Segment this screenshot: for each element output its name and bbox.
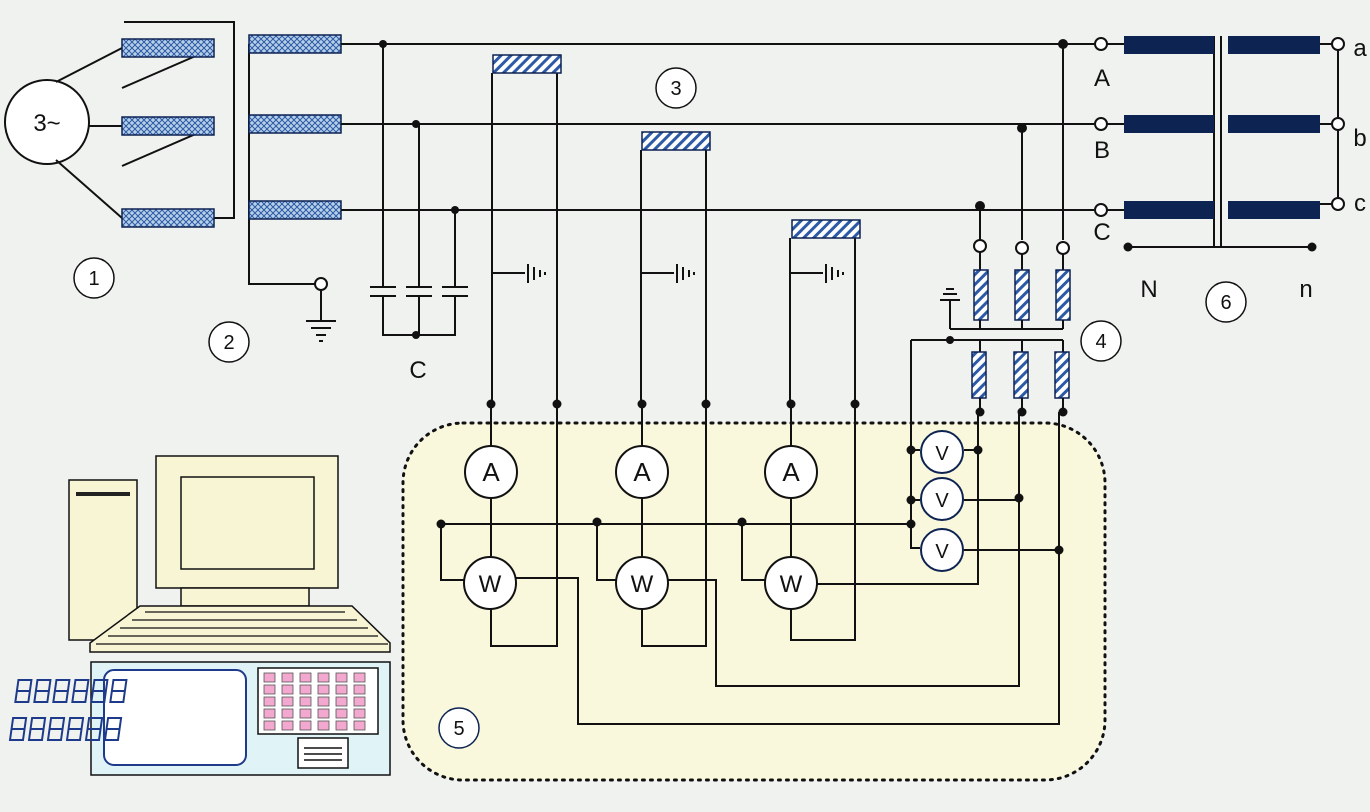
- keypad-key: [335, 696, 348, 707]
- keypad-key: [317, 696, 330, 707]
- svg-text:3: 3: [670, 78, 681, 100]
- marker-2: 2: [208, 321, 250, 363]
- keypad-key: [353, 708, 366, 719]
- keypad-key: [317, 684, 330, 695]
- keypad-key: [299, 720, 312, 731]
- marker-1: 1: [73, 257, 115, 299]
- svg-text:A: A: [782, 457, 800, 487]
- terminal-c: c: [1354, 190, 1366, 217]
- terminal-b: b: [1353, 125, 1366, 152]
- terminal-B: B: [1094, 137, 1110, 164]
- keypad-key: [317, 708, 330, 719]
- wattmeter-3: W: [764, 556, 818, 610]
- keypad-key: [263, 708, 276, 719]
- printer-slot: [297, 737, 349, 769]
- svg-text:6: 6: [1220, 292, 1231, 314]
- generator-symbol: 3~: [33, 110, 60, 137]
- keypad-key: [353, 696, 366, 707]
- ammeter-2: A: [615, 445, 669, 499]
- power-transformer: A B C a b c N n: [1093, 35, 1367, 303]
- svg-text:2: 2: [223, 332, 234, 354]
- keypad-keys: [263, 672, 366, 731]
- terminal-A: A: [1094, 65, 1110, 92]
- svg-text:V: V: [935, 490, 949, 512]
- generator: 3~: [4, 21, 235, 228]
- svg-text:A: A: [482, 457, 500, 487]
- capacitor-bank: C: [370, 40, 468, 384]
- voltmeter-1: V: [920, 430, 964, 474]
- marker-5: 5: [438, 707, 480, 749]
- keypad-key: [317, 672, 330, 683]
- voltmeter-3: V: [920, 528, 964, 572]
- digital-display: [103, 669, 247, 766]
- keypad-key: [263, 684, 276, 695]
- neutral-n: n: [1299, 276, 1312, 303]
- keypad-key: [299, 696, 312, 707]
- keypad-key: [281, 684, 294, 695]
- keypad-key: [317, 720, 330, 731]
- svg-text:W: W: [780, 571, 803, 598]
- ammeter-3: A: [764, 445, 818, 499]
- svg-text:1: 1: [88, 268, 99, 290]
- svg-text:4: 4: [1095, 331, 1106, 353]
- voltage-transformers: [911, 39, 1071, 412]
- computer-tower: [68, 479, 138, 641]
- keypad-key: [353, 684, 366, 695]
- marker-6: 6: [1205, 281, 1247, 323]
- bus-current-transformers: [491, 54, 861, 404]
- svg-text:A: A: [633, 457, 651, 487]
- keypad-key: [263, 696, 276, 707]
- keypad-key: [263, 672, 276, 683]
- keypad-key: [335, 684, 348, 695]
- wattmeter-2: W: [615, 556, 669, 610]
- wattmeter-1: W: [463, 556, 517, 610]
- bus-lines: [341, 43, 1094, 211]
- keypad-key: [353, 672, 366, 683]
- keypad-key: [281, 720, 294, 731]
- display-digits: [8, 679, 128, 741]
- svg-text:W: W: [631, 571, 654, 598]
- terminal-C: C: [1093, 219, 1110, 246]
- keypad-key: [281, 708, 294, 719]
- keypad-key: [299, 684, 312, 695]
- svg-text:V: V: [935, 443, 949, 465]
- computer: [8, 455, 391, 776]
- keypad-key: [353, 720, 366, 731]
- keypad-key: [263, 720, 276, 731]
- computer-keyboard: [89, 605, 391, 653]
- current-transformers: [248, 34, 342, 342]
- svg-text:V: V: [935, 541, 949, 563]
- keypad-key: [335, 708, 348, 719]
- keypad-key: [299, 672, 312, 683]
- svg-text:W: W: [479, 571, 502, 598]
- keypad-key: [281, 696, 294, 707]
- keypad-key: [299, 708, 312, 719]
- ammeter-1: A: [464, 445, 518, 499]
- marker-4: 4: [1080, 320, 1122, 362]
- keypad-key: [281, 672, 294, 683]
- capacitor-label: C: [409, 357, 426, 384]
- keypad-key: [335, 672, 348, 683]
- keypad-key: [335, 720, 348, 731]
- marker-3: 3: [655, 67, 697, 109]
- terminal-a: a: [1353, 35, 1367, 62]
- neutral-N: N: [1140, 276, 1157, 303]
- voltmeter-2: V: [920, 477, 964, 521]
- svg-text:5: 5: [453, 718, 464, 740]
- panel-wiring: [436, 340, 1068, 725]
